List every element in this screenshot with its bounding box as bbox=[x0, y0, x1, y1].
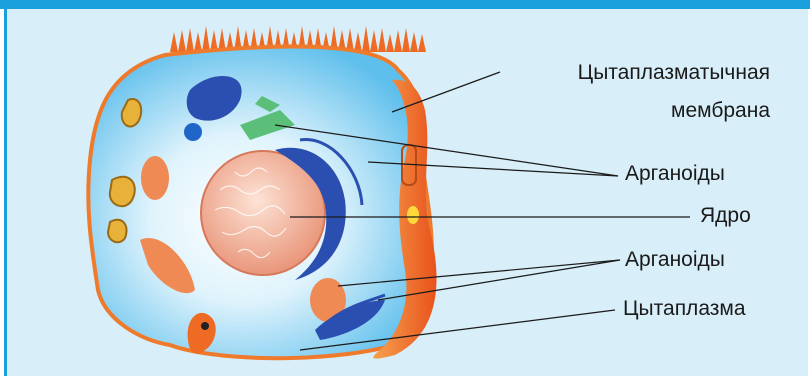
label-organelles-bottom: Арганоіды bbox=[625, 247, 725, 272]
label-membrane-line2: мембрана bbox=[520, 98, 770, 123]
label-nucleus: Ядро bbox=[700, 203, 751, 228]
label-membrane-line1: Цытаплазматычная bbox=[520, 60, 770, 85]
label-cytoplasm: Цытаплазма bbox=[623, 296, 746, 321]
vacuole bbox=[108, 220, 127, 243]
mitochondrion bbox=[141, 156, 169, 200]
membrane-granule bbox=[407, 206, 419, 224]
lysosome bbox=[184, 123, 202, 141]
vacuole bbox=[110, 177, 135, 206]
label-organelles-top: Арганоіды bbox=[625, 161, 725, 186]
